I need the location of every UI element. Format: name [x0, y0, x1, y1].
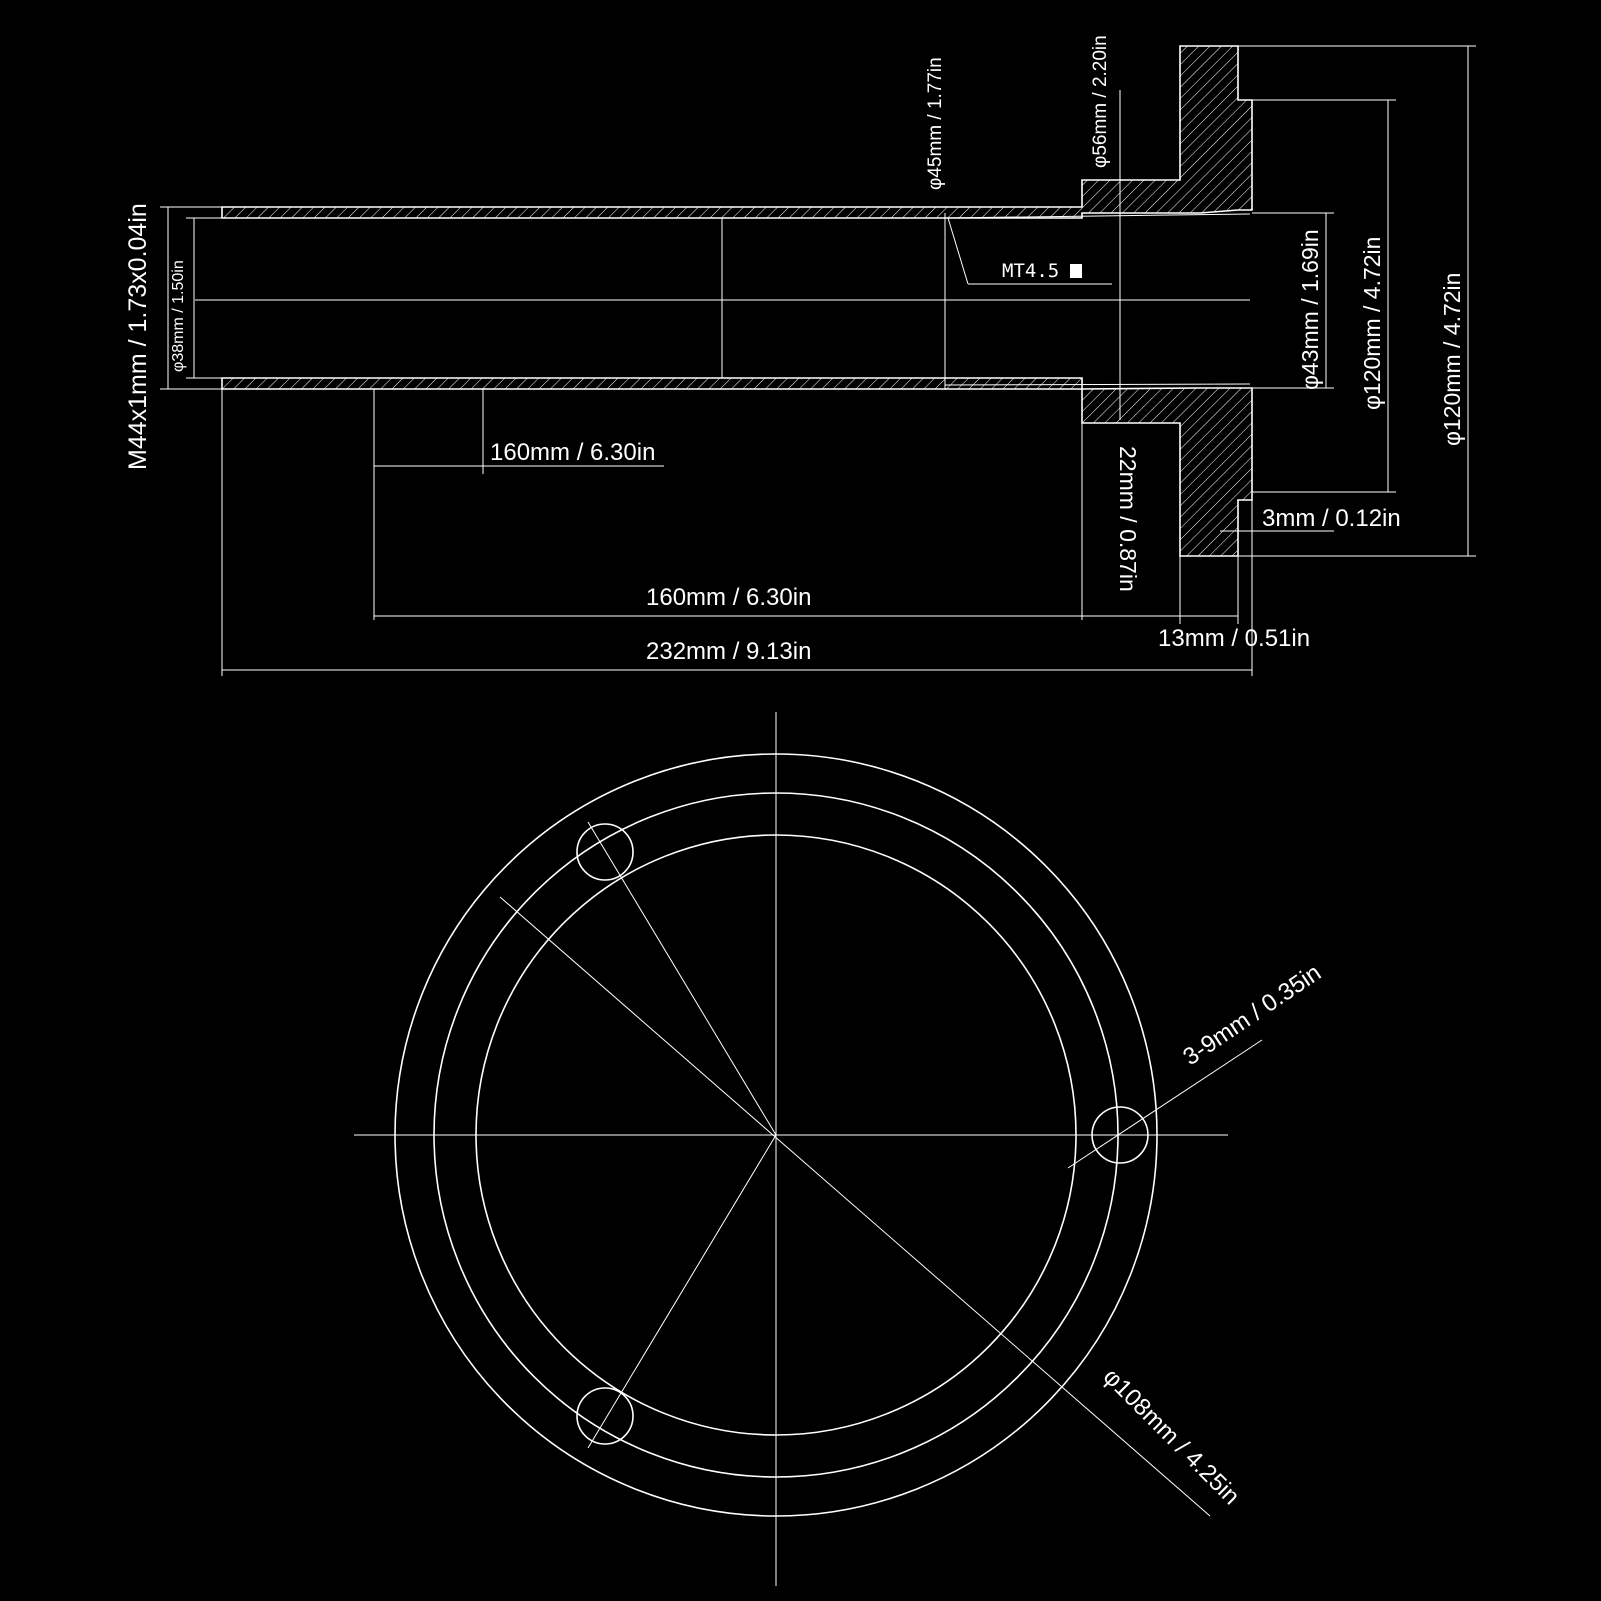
flange-inner-circle [475, 834, 1077, 1436]
flange-outer-circle [394, 753, 1158, 1517]
len22-label: 22mm / 0.87in [1115, 446, 1141, 592]
bolt-hole-top-left [576, 823, 634, 881]
pcd-label: φ108mm / 4.25in [1098, 1363, 1245, 1510]
taper-glyph-icon [1070, 264, 1082, 278]
bolt-hole-bottom-left [576, 1387, 634, 1445]
d120-outer-label: φ120mm / 4.72in [1439, 273, 1465, 446]
len160-bottom-label: 160mm / 6.30in [646, 584, 811, 611]
taper-label: MT4.5 [1002, 260, 1059, 282]
len160-top-label: 160mm / 6.30in [490, 439, 655, 466]
d43-label: φ43mm / 1.69in [1297, 229, 1323, 390]
taper-leader [947, 217, 969, 285]
bolt-hole-right [1091, 1106, 1149, 1164]
radial-line-top-left [587, 821, 777, 1136]
d45-label: φ45mm / 1.77in [925, 57, 946, 190]
thread-label: M44x1mm / 1.73x0.04in [124, 203, 152, 470]
d120-inner-label: φ120mm / 4.72in [1359, 237, 1385, 410]
side-view: MT4.5 M44x1mm / 1.73x0.04in φ38mm / 1.50… [124, 35, 1476, 676]
pcd-dim-line [499, 896, 1211, 1517]
bore-label: φ38mm / 1.50in [170, 260, 187, 372]
radial-line-bottom-left [587, 1134, 777, 1449]
front-view: φ108mm / 4.25in 3-9mm / 0.35in [354, 712, 1326, 1586]
d56-label: φ56mm / 2.20in [1090, 35, 1111, 168]
taper-inner-bottom [944, 383, 1251, 386]
len3-label: 3mm / 0.12in [1262, 505, 1401, 532]
holes-label: 3-9mm / 0.35in [1178, 959, 1326, 1071]
len13-label: 13mm / 0.51in [1158, 625, 1310, 652]
holes-leader-line [1067, 1039, 1263, 1169]
len232-label: 232mm / 9.13in [646, 638, 811, 665]
taper-inner-top [944, 213, 1251, 219]
tube-wall-bottom [221, 377, 1253, 557]
